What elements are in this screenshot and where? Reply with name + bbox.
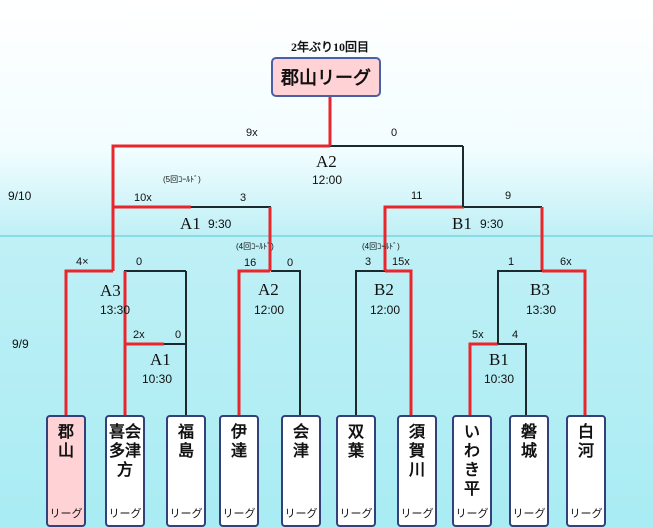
team-name: 郡山 [57, 424, 74, 460]
team-league: リーグ [569, 508, 603, 520]
team-kitakata: 喜会多津方 リーグ [105, 415, 145, 527]
final-match-name: A2 [316, 152, 337, 171]
team-league: リーグ [49, 508, 83, 520]
a1-match-time: 9:30 [208, 217, 232, 231]
team-league: リーグ [169, 508, 203, 520]
team-shirakawa: 白河 リーグ [566, 415, 606, 527]
a2-match-time: 12:00 [254, 303, 285, 317]
b1-score-right: 9 [505, 190, 512, 202]
final-score-left: 9x [246, 127, 258, 139]
b3-match-time: 13:30 [526, 303, 557, 317]
b3-score-left: 1 [508, 256, 515, 268]
b1r1-match-name: B1 [489, 350, 509, 369]
team-name: 会津 [292, 424, 309, 460]
a1r1-score-left: 2x [133, 329, 145, 341]
b2-score-left: 3 [365, 256, 372, 268]
team-name: 喜会多津方 [108, 424, 141, 479]
team-name: 伊達 [230, 424, 247, 460]
a1r1-match-time: 10:30 [142, 372, 173, 386]
b2-score-right: 15x [392, 256, 410, 268]
team-fukushima: 福島 リーグ [166, 415, 206, 527]
a1-match-name: A1 [180, 214, 201, 233]
a1r1-match-name: A1 [150, 350, 171, 369]
team-date: 伊達 リーグ [219, 415, 259, 527]
final-match-time: 12:00 [312, 173, 343, 187]
b3-score-right: 6x [560, 256, 572, 268]
a3-score-left: 4× [76, 256, 89, 268]
team-aizu: 会津 リーグ [281, 415, 321, 527]
a1-score-right: 3 [240, 192, 247, 204]
team-name: いわき平 [463, 424, 480, 498]
date-day1: 9/9 [12, 337, 29, 351]
b2-match-name: B2 [374, 280, 394, 299]
a1r1-score-right: 0 [175, 329, 182, 341]
b1-match-name: B1 [452, 214, 472, 233]
team-name: 双葉 [347, 424, 364, 460]
b2-note: (4回ｺｰﾙﾄﾞ) [362, 242, 400, 251]
title-subtitle: 2年ぶり10回目 [290, 40, 369, 54]
team-league: リーグ [284, 508, 318, 520]
champion-box: 郡山リーグ [271, 57, 381, 97]
a2-match-name: A2 [258, 280, 279, 299]
b1-score-left: 11 [411, 190, 423, 202]
team-futaba: 双葉 リーグ [336, 415, 376, 527]
team-name: 磐城 [520, 424, 537, 460]
a1-score-left: 10x [134, 192, 152, 204]
team-iwaki: 磐城 リーグ [509, 415, 549, 527]
team-name: 白河 [577, 424, 594, 460]
a2-score-left: 16 [244, 257, 257, 269]
winning-paths [64, 97, 587, 418]
losing-overlays [185, 146, 542, 344]
a1-note: (5回ｺｰﾙﾄﾞ) [163, 175, 201, 184]
a2-score-right: 0 [287, 257, 294, 269]
date-day2: 9/10 [8, 189, 32, 203]
a2-note: (4回ｺｰﾙﾄﾞ) [236, 242, 274, 251]
team-league: リーグ [339, 508, 373, 520]
team-name: 福島 [177, 424, 194, 460]
team-league: リーグ [400, 508, 434, 520]
team-league: リーグ [222, 508, 256, 520]
team-league: リーグ [455, 508, 489, 520]
b1r1-score-left: 5x [472, 329, 484, 341]
a3-match-time: 13:30 [100, 303, 131, 317]
b1-match-time: 9:30 [480, 217, 504, 231]
team-sukagawa: 須賀川 リーグ [397, 415, 437, 527]
b1r1-score-right: 4 [512, 329, 519, 341]
b3-match-name: B3 [530, 280, 550, 299]
team-koriyama: 郡山 リーグ [46, 415, 86, 527]
a3-match-name: A3 [100, 281, 121, 300]
a3-score-right: 0 [136, 256, 143, 268]
team-iwakitaira: いわき平 リーグ [452, 415, 492, 527]
b2-match-time: 12:00 [370, 303, 401, 317]
final-score-right: 0 [391, 127, 398, 139]
team-league: リーグ [512, 508, 546, 520]
b1r1-match-time: 10:30 [484, 372, 515, 386]
team-name: 須賀川 [408, 424, 425, 479]
team-league: リーグ [108, 508, 142, 520]
